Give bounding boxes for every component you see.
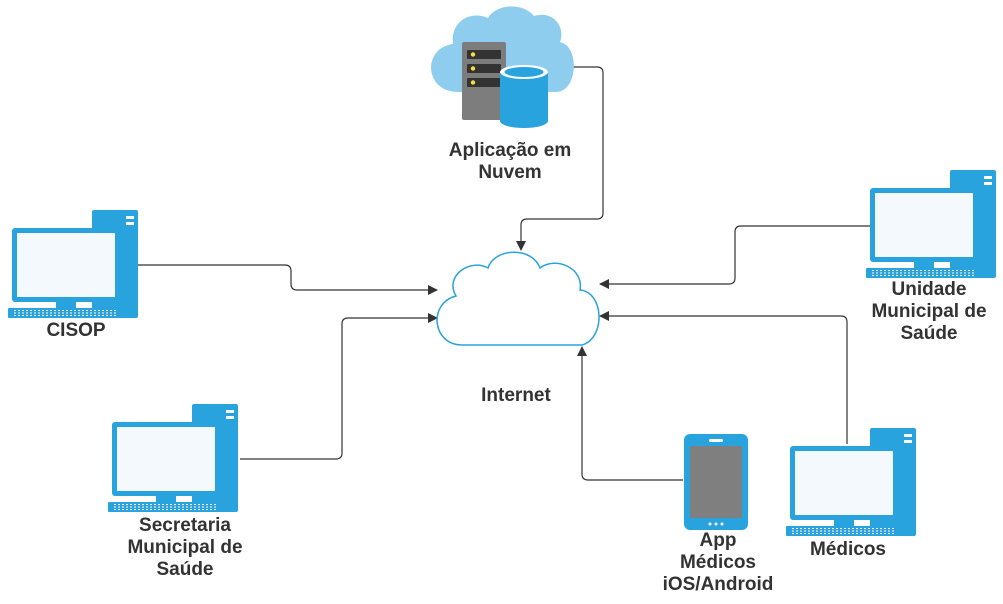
internet-cloud-icon [436,251,600,346]
desktop-computer-icon [107,403,239,513]
secretaria-label-line: Secretaria [139,515,231,536]
tablet-icon [684,434,748,530]
secretaria-label: Secretaria Municipal de Saúde [95,515,275,581]
unidade-label: Unidade Municipal de Saúde [855,279,1003,345]
internet-label: Internet [446,385,586,407]
desktop-computer-icon [865,169,997,279]
connector-secretaria-to-internet [240,313,438,460]
app-medicos-label-line: App [699,530,737,551]
unidade-label-line: Unidade [891,279,967,300]
desktop-computer-icon [785,427,917,537]
connectors [138,66,870,481]
connector-app-to-internet [577,346,683,481]
app-medicos-label-line: iOS/Android [662,574,774,595]
cloud-app-label-line: Aplicação em [448,140,572,161]
cloud-server-icon [431,6,574,128]
connector-cloud-to-internet [516,66,604,251]
medicos-label: Médicos [783,539,913,561]
app-medicos-label-line: Médicos [679,552,757,573]
connector-unidade-to-internet [599,225,870,289]
medicos-label-text: Médicos [809,539,887,560]
secretaria-label-line: Municipal de [127,537,243,558]
cisop-label: CISOP [16,320,136,342]
connector-medicos-to-internet [599,311,848,444]
secretaria-label-line: Saúde [156,559,214,580]
app-medicos-label: App Médicos iOS/Android [643,530,793,596]
cisop-label-text: CISOP [46,320,106,341]
connector-cisop-to-internet [138,264,438,295]
internet-label-text: Internet [481,385,551,406]
cloud-app-label: Aplicação em Nuvem [410,140,610,184]
cloud-app-label-line: Nuvem [478,162,542,183]
unidade-label-line: Saúde [900,323,958,344]
desktop-computer-icon [7,209,139,319]
unidade-label-line: Municipal de [871,301,987,322]
